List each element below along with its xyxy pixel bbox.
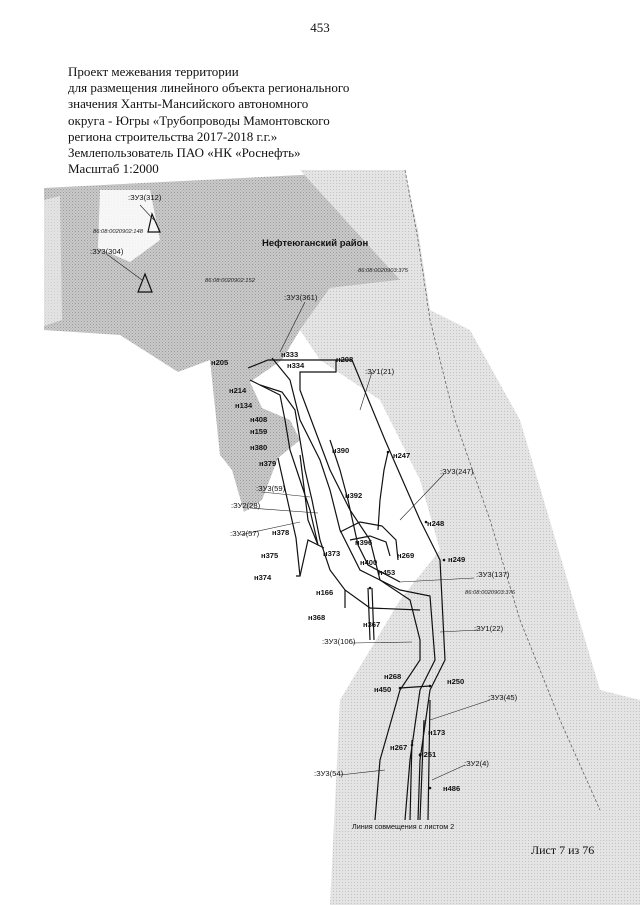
sheet-footer: Лист 7 из 76 <box>531 843 595 857</box>
point-label: н374 <box>254 573 272 582</box>
land-user-line: Землепользователь ПАО «НК «Роснефть» <box>68 145 301 161</box>
point-label: н396 <box>355 538 372 547</box>
point-label: н367 <box>363 620 380 629</box>
point-label: н400 <box>360 558 377 567</box>
district-label: Нефтеюганский район <box>262 238 368 249</box>
point-label: н373 <box>323 549 340 558</box>
point-label: н379 <box>259 459 276 468</box>
point-label: н159 <box>250 427 267 436</box>
point-markers <box>368 450 446 790</box>
point-label: н249 <box>448 555 465 564</box>
point-label: н453 <box>378 568 395 577</box>
pipeline-corridor <box>247 357 446 821</box>
cadastral-number: 86:08:0020903:376 <box>465 590 516 596</box>
district-boundary <box>404 169 601 811</box>
parcel-label: :ЗУ2(4) <box>464 759 489 768</box>
point-label: н205 <box>211 358 229 367</box>
point-label: н248 <box>427 519 444 528</box>
parcel-label: :ЗУ3(45) <box>488 693 518 702</box>
title-block: Проект межевания территории для размещен… <box>68 64 388 177</box>
cadastral-number: 86:08:0020903:375 <box>358 268 409 274</box>
point-label: н375 <box>261 551 279 560</box>
shaded-area-light <box>300 170 640 905</box>
point-label: н368 <box>308 613 325 622</box>
triangle-marker-icon <box>137 272 153 293</box>
point-label: н390 <box>332 446 349 455</box>
point-label: н214 <box>229 386 247 395</box>
leader-lines <box>107 204 491 781</box>
title-line: региона строительства 2017-2018 г.г.» <box>68 128 278 144</box>
parcel-label: :ЗУ3(137) <box>476 570 510 579</box>
point-label: н450 <box>374 685 391 694</box>
parcel-label: :ЗУ3(247) <box>440 467 474 476</box>
point-label: н392 <box>345 491 362 500</box>
unshaded-gap <box>98 190 160 262</box>
point-labels: н333 н334 н208 н205 н214 н134 н408 н159 … <box>211 350 465 793</box>
point-label: н333 <box>281 350 298 359</box>
point-label: н251 <box>419 750 437 759</box>
point-label: н134 <box>235 401 253 410</box>
title-line: для размещения линейного объекта региона… <box>68 80 350 96</box>
parcel-label: :ЗУ3(304) <box>90 247 124 256</box>
title-line: округа - Югры «Трубопроводы Мамонтовског… <box>68 112 330 128</box>
point-label: н378 <box>272 528 289 537</box>
parcel-label: :ЗУ3(106) <box>322 637 356 646</box>
title-line: Проект межевания территории <box>68 64 239 79</box>
scale-line: Масштаб 1:2000 <box>68 161 159 177</box>
parcel-label: :ЗУ1(21) <box>365 367 395 376</box>
parcel-label: :ЗУ3(312) <box>128 193 162 202</box>
cadastral-number: 86:08:0020902:152 <box>205 278 256 284</box>
point-label: н250 <box>447 677 464 686</box>
unshaded-gap <box>44 196 62 326</box>
point-label: н269 <box>397 551 414 560</box>
parcel-label: :ЗУ3(361) <box>284 293 318 302</box>
point-label: н247 <box>393 451 410 460</box>
point-label: н208 <box>336 355 353 364</box>
point-label: н267 <box>390 743 407 752</box>
parcel-label: :ЗУ1(22) <box>474 624 504 633</box>
cadastral-number: 86:08:0020902:148 <box>93 229 144 235</box>
title-line: значения Ханты-Мансийского автономного <box>68 96 309 112</box>
page-number: 453 <box>310 20 330 35</box>
point-label: н408 <box>250 415 267 424</box>
parcel-label: :ЗУ3(59) <box>256 484 286 493</box>
parcel-label: :ЗУ3(57) <box>230 529 260 538</box>
join-line-caption: Линия совмещения с листом 2 <box>352 822 454 831</box>
point-label: н380 <box>250 443 267 452</box>
point-label: н334 <box>287 361 305 370</box>
parcel-label: :ЗУ3(54) <box>314 769 344 778</box>
point-label: н486 <box>443 784 460 793</box>
point-label: н173 <box>428 728 445 737</box>
point-label: н166 <box>316 588 333 597</box>
triangle-marker-icon <box>147 212 161 233</box>
point-label: н268 <box>384 672 401 681</box>
parcel-label: :ЗУ2(28) <box>231 501 261 510</box>
